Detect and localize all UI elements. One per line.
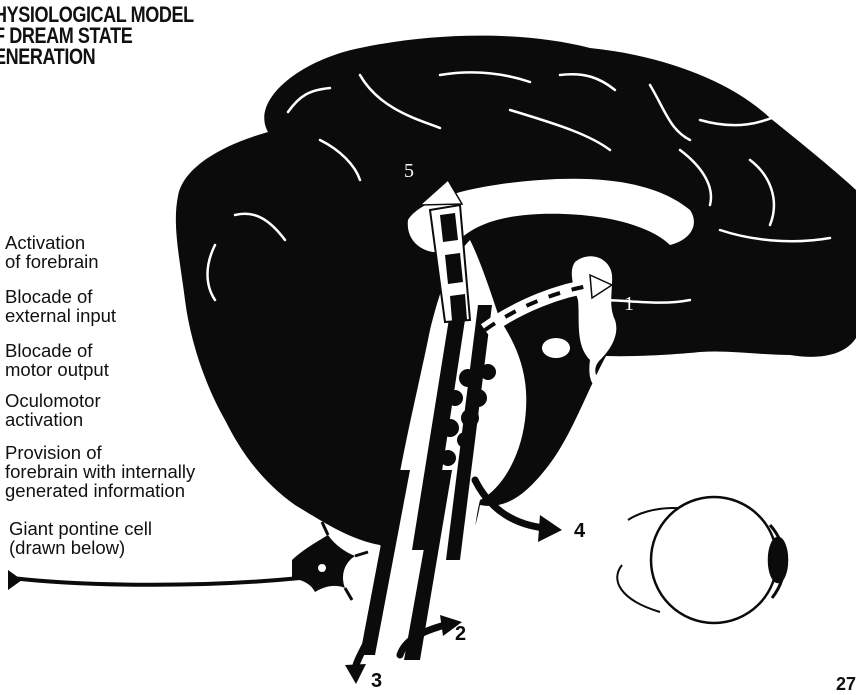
pituitary-shape	[542, 338, 570, 358]
page-number: 27	[836, 674, 856, 695]
marker-1: 1	[624, 293, 634, 315]
marker-5: 5	[404, 160, 414, 182]
pupil-shape	[769, 538, 787, 582]
marker-2: 2	[455, 623, 466, 645]
neuron-icon	[8, 522, 368, 600]
marker-3: 3	[371, 670, 382, 687]
eyeball-icon	[617, 497, 787, 623]
marker-4: 4	[574, 520, 586, 542]
